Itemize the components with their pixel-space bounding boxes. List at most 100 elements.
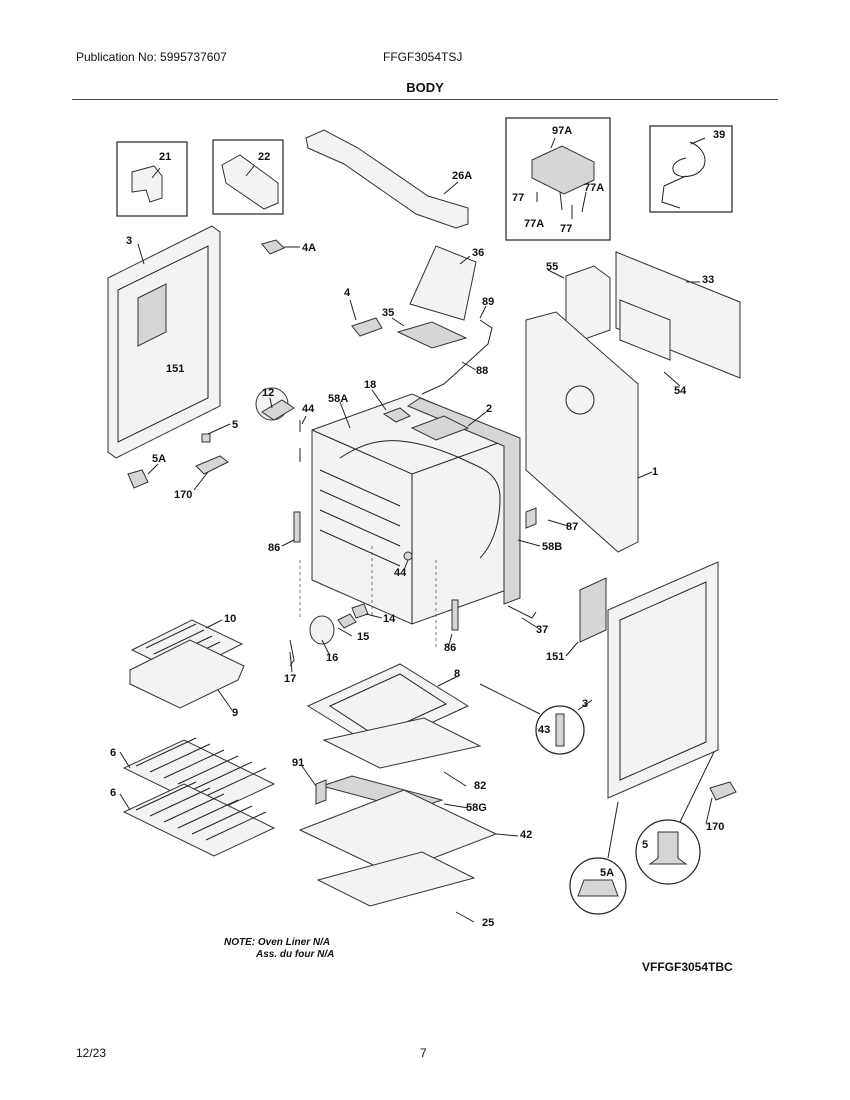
part-label-3-left: 3 <box>126 235 132 247</box>
note-line-1: NOTE: Oven Liner N/A <box>224 937 331 948</box>
part-label-77-a: 77 <box>512 192 524 204</box>
bracket-part-170-right <box>709 781 737 801</box>
socket-part-14 <box>351 603 369 619</box>
part-label-5-left: 5 <box>232 419 238 431</box>
page-number: 7 <box>420 1046 427 1060</box>
part-label-22: 22 <box>258 151 270 163</box>
switch-parts-77 <box>536 191 587 219</box>
assembly-guide-lines <box>299 546 437 650</box>
leader-lines <box>119 137 713 923</box>
bottom-cover-25 <box>316 851 476 907</box>
screw-part-43 <box>555 713 565 747</box>
part-label-86-left: 86 <box>268 542 280 554</box>
part-label-3-right: 3 <box>582 698 588 710</box>
part-label-87: 87 <box>566 521 578 533</box>
bracket-part-26A <box>305 129 469 229</box>
model-number: FFGF3054TSJ <box>383 50 463 64</box>
door-window-left <box>117 245 209 443</box>
connector-part-87 <box>525 507 537 529</box>
clip-part-44-lower <box>403 551 413 561</box>
lens-part-16 <box>309 615 335 645</box>
part-label-77A-a: 77A <box>584 182 604 194</box>
part-label-4: 4 <box>344 287 351 299</box>
part-label-8: 8 <box>454 668 460 680</box>
part-label-88: 88 <box>476 365 488 377</box>
section-title: BODY <box>406 80 444 95</box>
wire-part-89 <box>421 319 493 395</box>
cable-part-37 <box>507 605 537 619</box>
part-label-77A-b: 77A <box>524 218 544 230</box>
part-label-5A-left: 5A <box>152 453 166 465</box>
leaders-levelers-right <box>607 751 715 859</box>
oven-cavity-edges <box>311 429 513 624</box>
publication-number: Publication No: 5995737607 <box>76 50 227 64</box>
vent-part-36 <box>409 245 477 321</box>
back-panel-port <box>565 385 595 415</box>
heat-shield-82 <box>322 717 482 769</box>
part-label-5A-right: 5A <box>600 867 614 879</box>
part-label-14: 14 <box>383 613 396 625</box>
sensor-part-18 <box>382 407 411 423</box>
oven-rack-6-top-bars <box>135 737 267 797</box>
part-label-6-bottom: 6 <box>110 787 116 799</box>
power-cord-39 <box>661 141 706 209</box>
part-label-16: 16 <box>326 652 338 664</box>
oven-rack-6-bottom-bars <box>135 781 267 841</box>
insulation-58B <box>406 397 521 605</box>
plate-part-35 <box>396 321 468 349</box>
part-label-33: 33 <box>702 274 714 286</box>
part-label-58A: 58A <box>328 393 348 405</box>
leveler-part-5-left <box>201 433 211 443</box>
clip-part-4A <box>261 239 285 255</box>
part-label-170-left: 170 <box>174 489 192 501</box>
back-panel-1 <box>525 311 639 553</box>
door-handle-right-151 <box>579 577 607 643</box>
bracket-part-91 <box>315 779 327 805</box>
bracket-part-4 <box>351 317 383 337</box>
insulation-wrap <box>339 440 501 559</box>
part-label-89: 89 <box>482 296 494 308</box>
part-label-44-top: 44 <box>302 403 315 415</box>
oven-bottom-inner <box>328 673 448 737</box>
oven-rack-6-bottom <box>122 783 276 857</box>
part-label-17: 17 <box>284 673 296 685</box>
broil-pan-9 <box>129 639 245 709</box>
part-label-2: 2 <box>486 403 492 415</box>
cover-part-2 <box>410 415 470 441</box>
broil-pan-slots <box>145 623 221 667</box>
part-label-58B: 58B <box>542 541 562 553</box>
knob-stem-12 <box>261 399 295 421</box>
door-assembly-left-3 <box>107 225 221 459</box>
leveler-base-5A-right <box>577 879 619 897</box>
part-label-82: 82 <box>474 780 486 792</box>
hinge-part-86-left <box>293 511 301 543</box>
part-label-26A: 26A <box>452 170 472 182</box>
part-label-6-top: 6 <box>110 747 116 759</box>
part-label-91: 91 <box>292 757 304 769</box>
header-rule <box>72 99 778 100</box>
leveler-base-5A-left <box>127 469 149 489</box>
footer-date: 12/23 <box>76 1046 107 1060</box>
part-label-36: 36 <box>472 247 484 259</box>
part-label-10: 10 <box>224 613 236 625</box>
bracket-part-22 <box>221 154 279 210</box>
leveler-part-5-right <box>648 831 688 865</box>
part-label-43: 43 <box>538 724 550 736</box>
part-label-4A: 4A <box>302 242 316 254</box>
part-label-151-left: 151 <box>166 363 184 375</box>
leader-43 <box>479 683 541 715</box>
part-label-12: 12 <box>262 387 274 399</box>
bracket-part-54 <box>619 299 671 361</box>
part-label-97A: 97A <box>552 125 572 137</box>
part-label-55: 55 <box>546 261 558 273</box>
part-label-1: 1 <box>652 466 658 478</box>
part-label-170-right: 170 <box>706 821 724 833</box>
inset-box-39 <box>649 125 733 213</box>
part-label-39: 39 <box>713 129 725 141</box>
part-label-9: 9 <box>232 707 238 719</box>
part-label-5-right: 5 <box>642 839 648 851</box>
bracket-part-170-left <box>195 455 229 475</box>
part-label-21: 21 <box>159 151 171 163</box>
part-label-18: 18 <box>364 379 376 391</box>
